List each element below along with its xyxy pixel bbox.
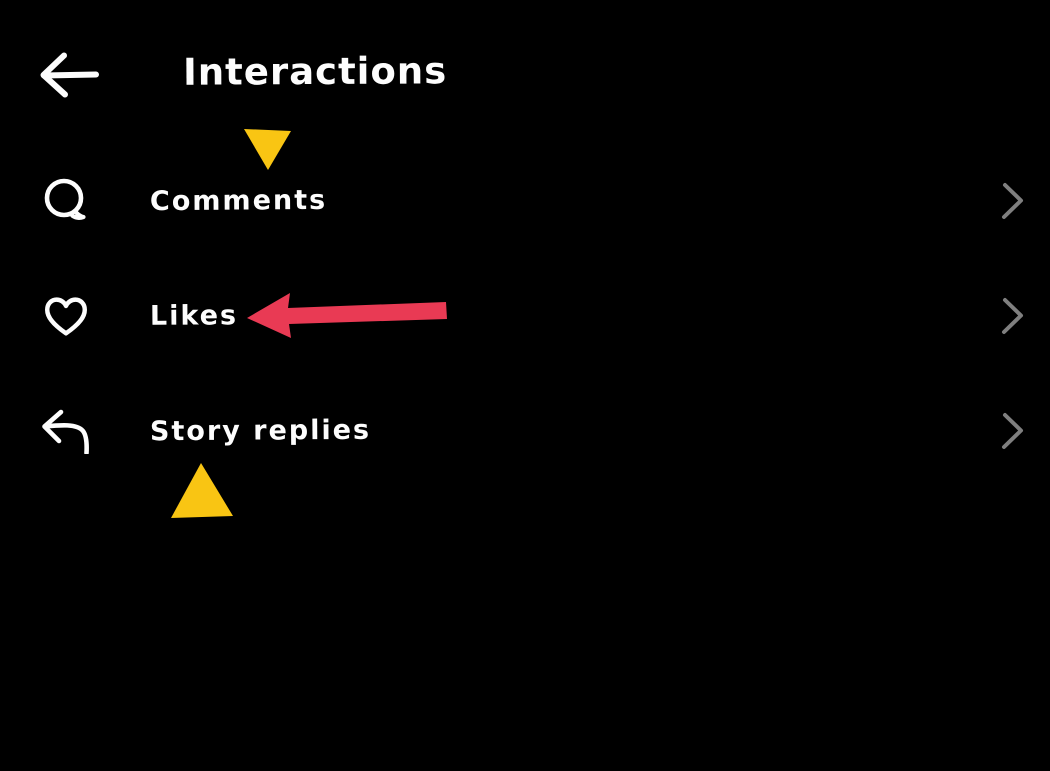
menu-item-story-replies[interactable]: Story replies [0,400,1050,462]
annotation-triangle-down [240,125,296,173]
menu-item-label: Likes [149,300,239,332]
chevron-right-icon [1000,181,1026,221]
reply-arrow-icon [40,405,92,457]
menu-item-likes[interactable]: Likes [0,285,1050,347]
heart-icon [40,290,92,342]
menu-item-label: Comments [149,184,328,218]
comment-bubble-icon [40,175,92,227]
menu-item-comments[interactable]: Comments [0,170,1050,232]
annotation-triangle-up [166,458,238,522]
page-title: Interactions [182,49,448,94]
chevron-right-icon [1000,296,1026,336]
arrow-left-icon [36,50,102,100]
menu-item-label: Story replies [149,414,372,448]
back-button[interactable] [36,50,102,100]
chevron-right-icon [1000,411,1026,451]
